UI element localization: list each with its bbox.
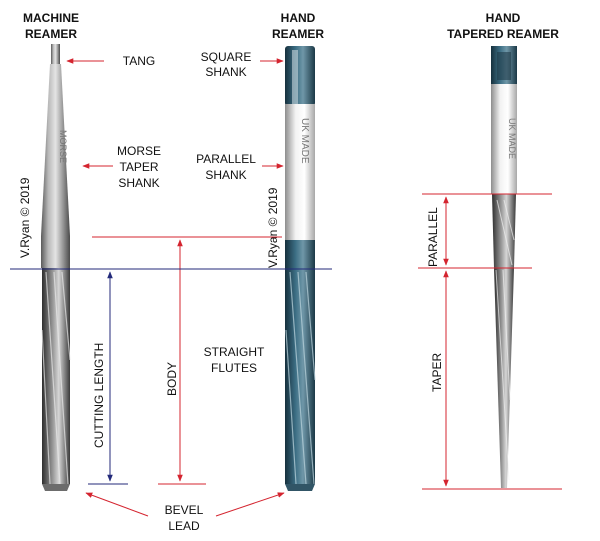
hand-bevel-lead-shape <box>285 484 315 491</box>
morse-taper-shank-label-line2: TAPER <box>119 160 158 174</box>
morse-taper-shank-label-line1: MORSE <box>117 144 161 158</box>
hand-square-shank-shape <box>285 46 315 106</box>
hand-watermark: V.Ryan © 2019 <box>266 187 280 268</box>
hand-reamer-title-line2: REAMER <box>272 27 324 41</box>
machine-reamer-title-line2: REAMER <box>25 27 77 41</box>
machine-shank-engraving: MORSE <box>58 130 68 163</box>
machine-morse-taper-shape <box>41 64 70 236</box>
machine-reamer-illustration: MORSE <box>41 44 71 491</box>
body-label: BODY <box>165 362 179 396</box>
machine-tang-shape <box>51 44 60 64</box>
tapered-shank-engraving: UK MADE <box>507 118 517 159</box>
hand-reamer-illustration: UK MADE <box>285 46 316 491</box>
tapered-shank-shape <box>491 84 517 194</box>
machine-neck-shape <box>41 236 70 268</box>
machine-reamer-title-line1: MACHINE <box>23 11 79 25</box>
straight-flutes-label-line2: FLUTES <box>211 361 257 375</box>
bevel-lead-arrow-right <box>215 492 285 517</box>
tapered-taper-section-shape <box>494 268 514 488</box>
hand-neck-shape <box>285 240 315 268</box>
hand-shank-engraving: UK MADE <box>299 118 310 164</box>
bevel-lead-label-line1: BEVEL <box>165 503 204 517</box>
tapered-reamer-title-line1: HAND <box>486 11 521 25</box>
bevel-lead-label-line2: LEAD <box>168 519 200 533</box>
square-shank-label-line2: SHANK <box>205 65 246 79</box>
hand-reamer-title-line1: HAND <box>281 11 316 25</box>
hand-parallel-shank-shape <box>285 104 315 240</box>
cutting-length-label: CUTTING LENGTH <box>92 343 106 448</box>
taper-label: TAPER <box>430 353 444 392</box>
tang-label: TANG <box>123 54 155 68</box>
parallel-shank-label-line2: SHANK <box>205 168 246 182</box>
square-shank-label-line1: SQUARE <box>201 50 252 64</box>
bevel-lead-arrow-left <box>85 492 149 517</box>
tapered-reamer-title-line2: TAPERED REAMER <box>447 27 559 41</box>
parallel-label: PARALLEL <box>426 207 440 267</box>
machine-watermark: V.Ryan © 2019 <box>18 177 32 258</box>
morse-taper-shank-label-line3: SHANK <box>118 176 159 190</box>
machine-bevel-lead-shape <box>42 484 70 491</box>
parallel-shank-label-line1: PARALLEL <box>196 152 256 166</box>
tapered-reamer-illustration: UK MADE <box>491 46 517 488</box>
straight-flutes-label-line1: STRAIGHT <box>204 345 265 359</box>
